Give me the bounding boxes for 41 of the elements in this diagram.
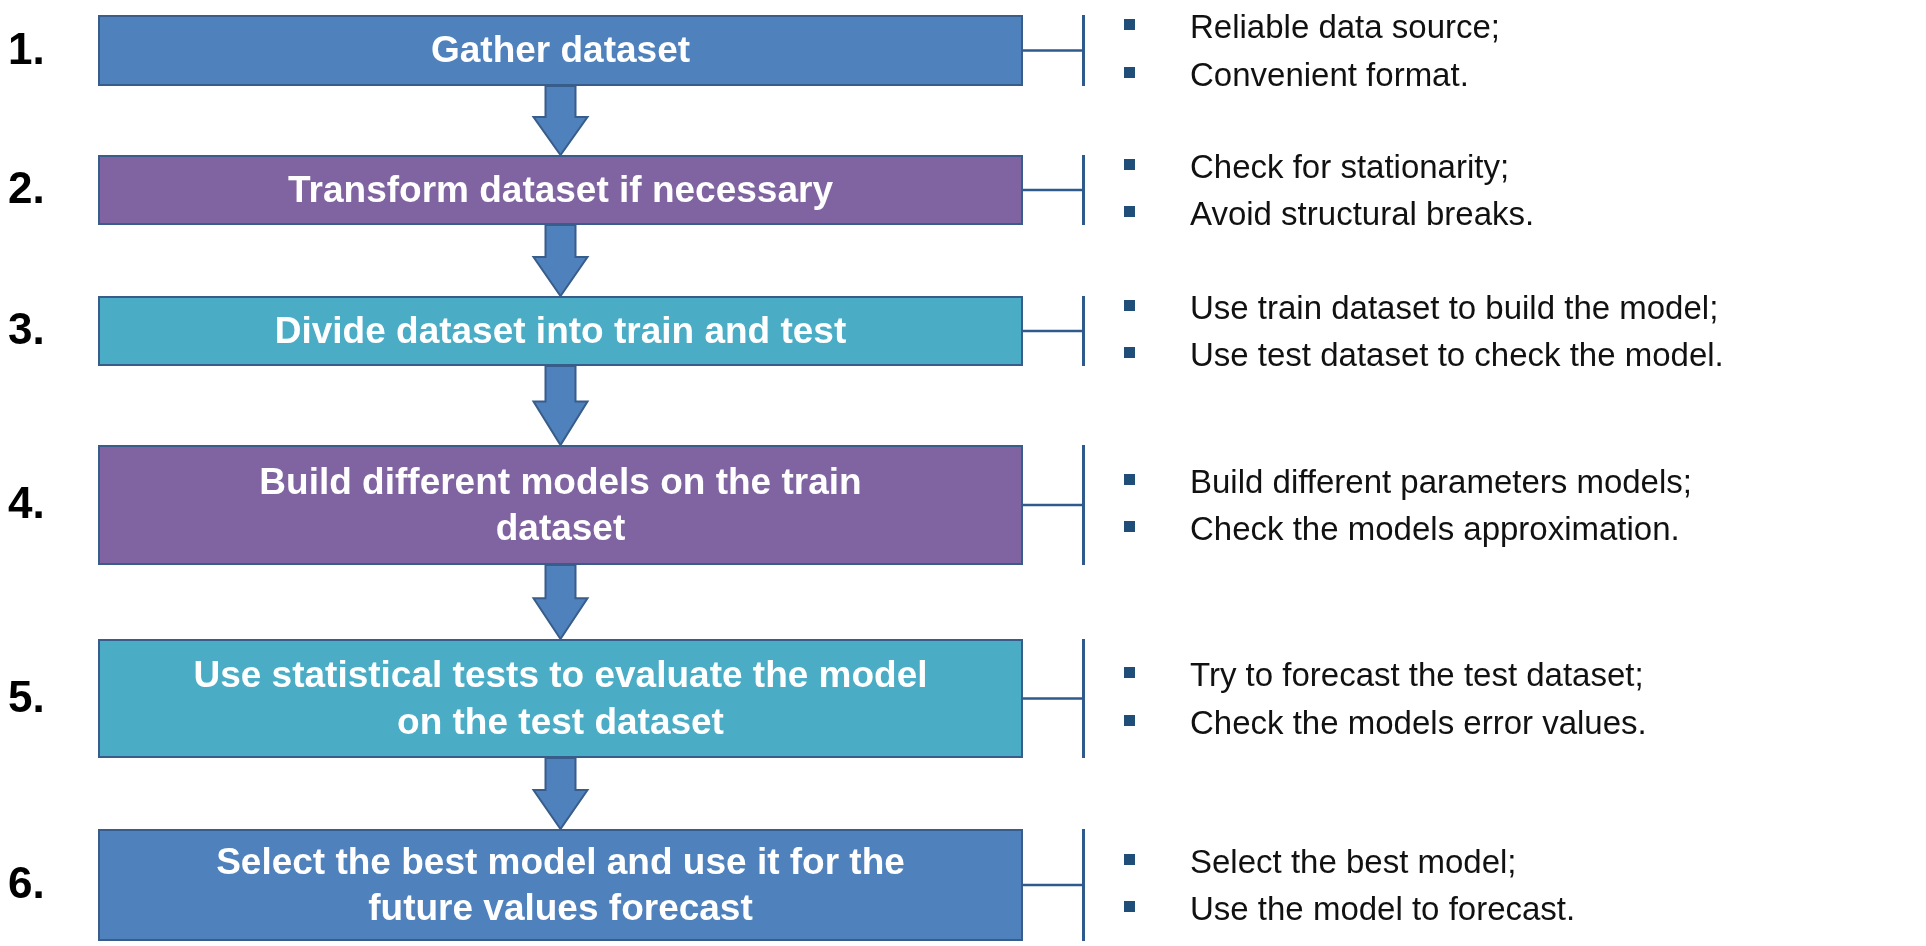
bullet-text: Try to forecast the test dataset; [1190,656,1644,694]
step-label: Select the best model and use it for the future values forecast [215,839,906,930]
step-number: 2. [8,163,45,213]
step-number: 5. [8,671,45,722]
bullet-text: Select the best model; [1190,842,1517,880]
bracket-connector [1023,296,1085,366]
bracket-connector [1023,155,1085,225]
step-label: Divide dataset into train and test [274,308,847,353]
block-arrow [531,757,590,831]
bullet-text: Convenient format. [1190,55,1469,93]
step-number: 3. [8,304,45,354]
step-number: 1. [8,23,45,74]
step-label: Gather dataset [430,28,691,73]
bracket-connector [1023,445,1085,565]
block-arrow [531,85,590,157]
step-label: Transform dataset if necessary [288,167,833,212]
bullet-text: Build different parameters models; [1190,462,1692,500]
process-box [98,445,1023,565]
bracket-connector [1023,829,1085,941]
bracket-connector [1023,15,1085,86]
step-label: Build different models on the train dataset [258,459,863,550]
process-box [98,639,1023,758]
process-box [98,296,1023,366]
step-number: 4. [8,478,45,528]
step-number: 6. [8,858,45,908]
bullet-text: Use test dataset to check the model. [1190,336,1724,373]
process-box [98,15,1023,86]
bullet-text: Check the models approximation. [1190,510,1680,547]
block-arrow [531,564,590,641]
block-arrow [531,224,590,298]
bullet-text: Avoid structural breaks. [1190,195,1535,232]
block-arrow [531,365,590,447]
bullet-text: Use the model to forecast. [1190,890,1576,927]
step-label: Use statistical tests to evaluate the model on the test dataset [192,653,929,744]
process-box [98,155,1023,225]
bracket-connector [1023,639,1085,758]
bullet-text: Reliable data source; [1190,8,1501,46]
process-box [98,829,1023,941]
bullet-text: Check for stationarity; [1190,147,1510,185]
bullet-text: Use train dataset to build the model; [1190,288,1719,326]
bullet-text: Check the models error values. [1190,703,1647,741]
